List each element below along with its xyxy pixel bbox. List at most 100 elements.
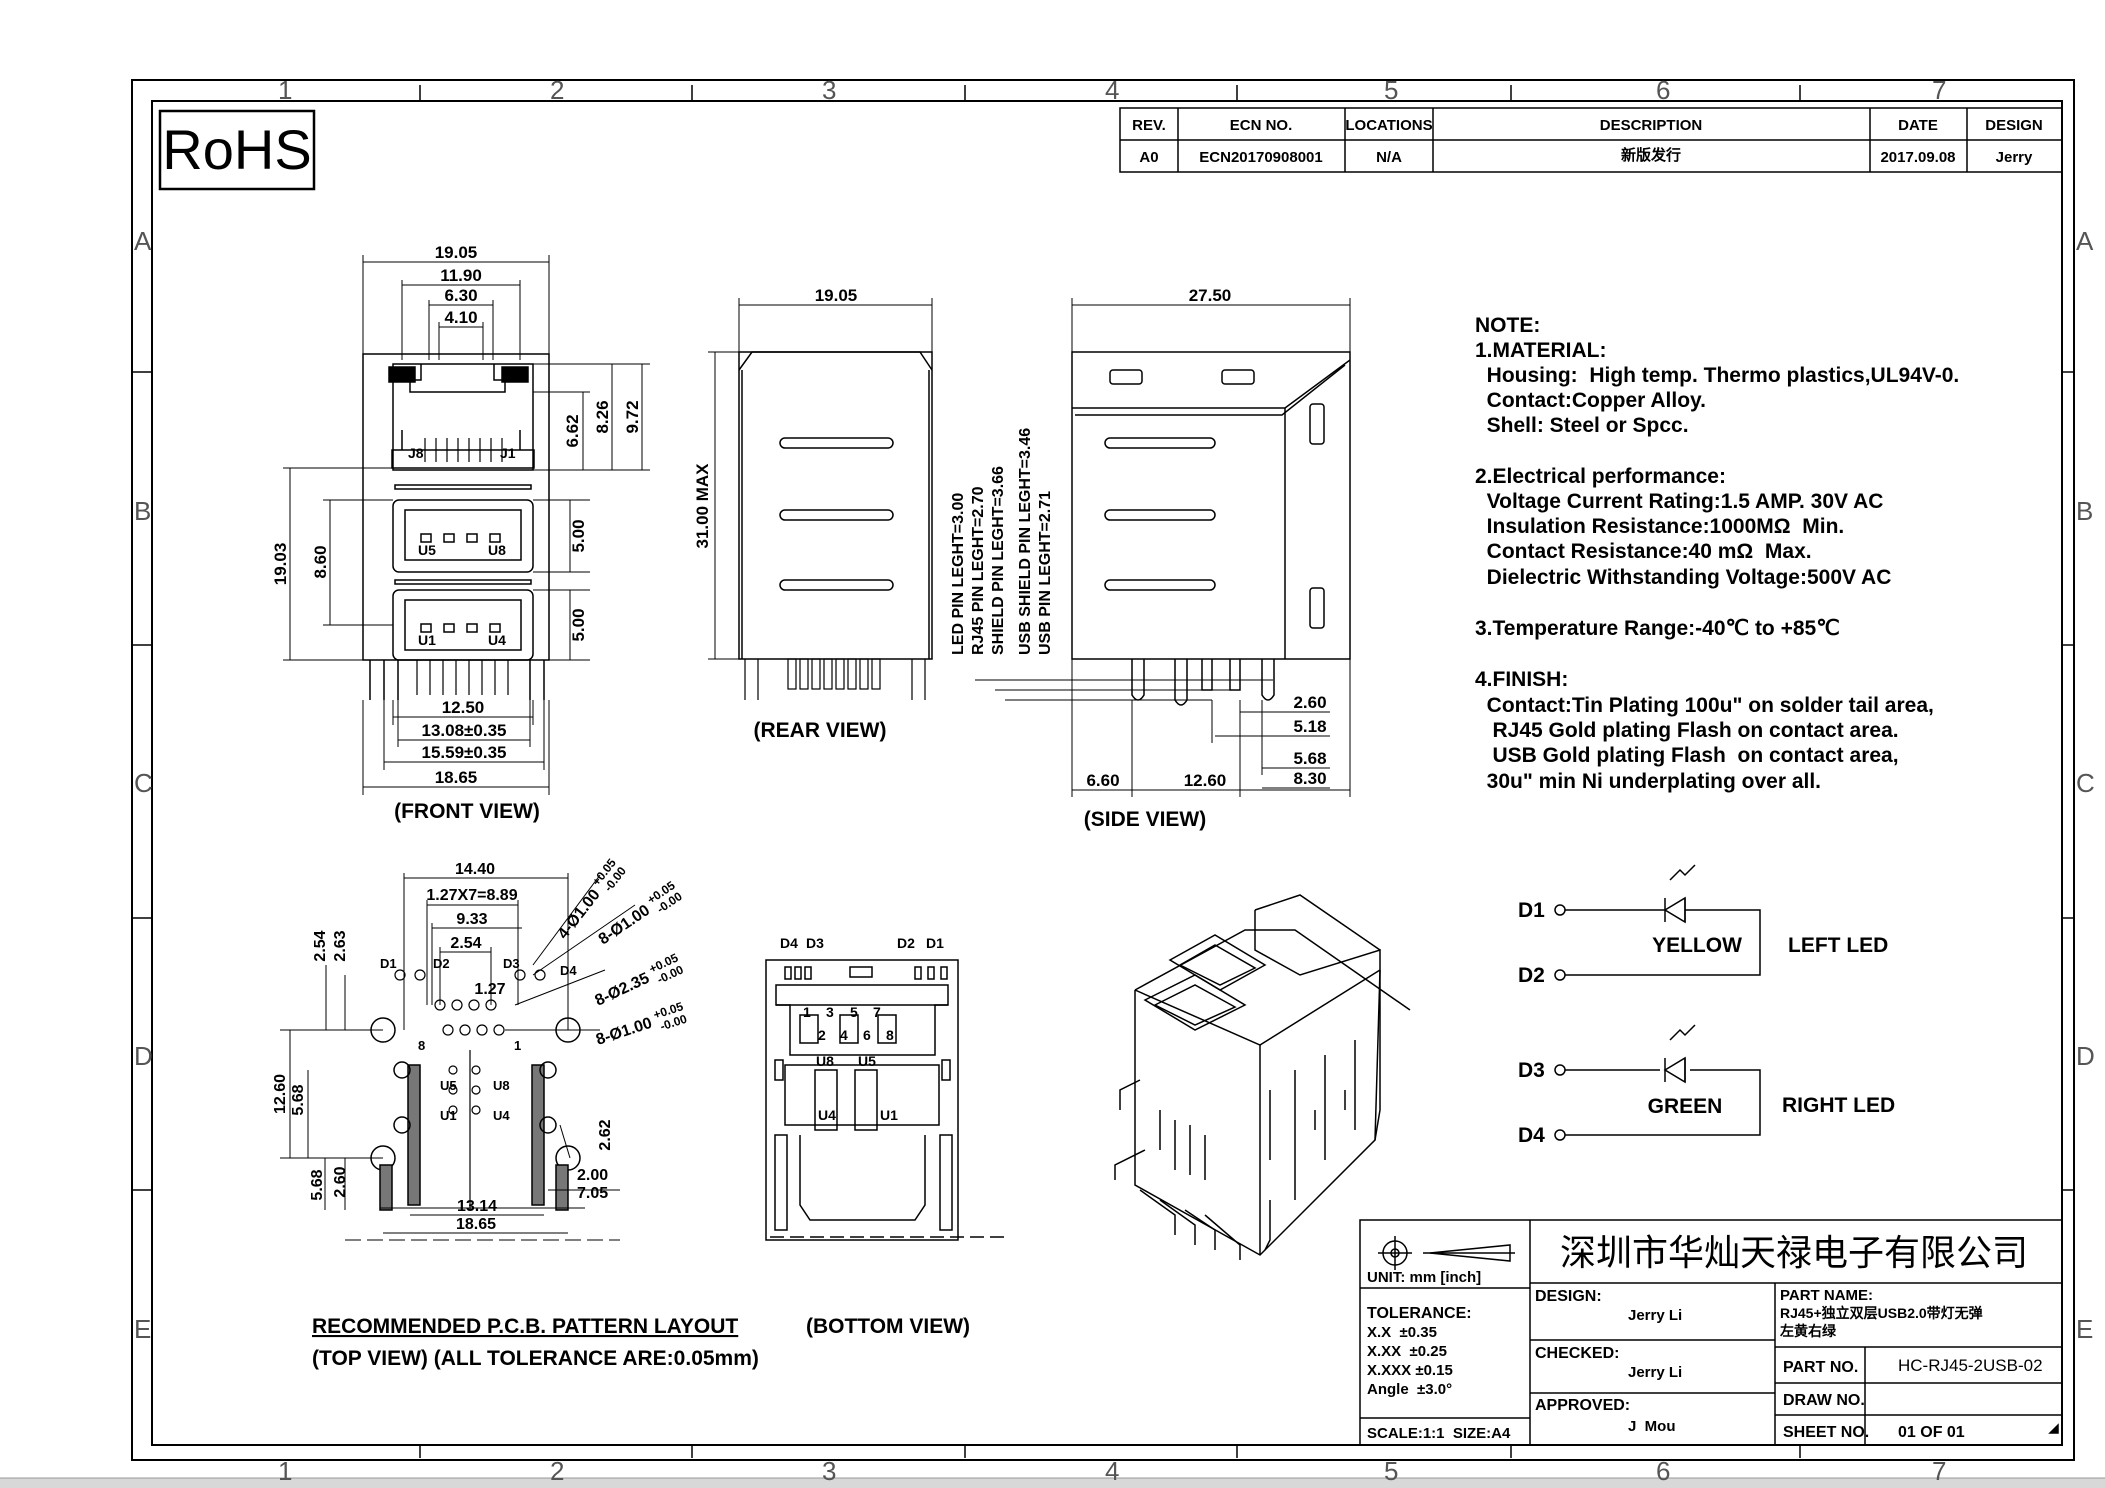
bv-pin-7: 7 bbox=[873, 1004, 881, 1020]
zone-col-1-bottom: 1 bbox=[278, 1456, 292, 1486]
zone-col-6: 6 bbox=[1656, 75, 1670, 105]
bv-label-u4: U4 bbox=[818, 1107, 836, 1123]
sv-dim-6.60: 6.60 bbox=[1086, 771, 1119, 790]
tb-checked-name: Jerry Li bbox=[1628, 1364, 1682, 1381]
rv-dim-19.05: 19.05 bbox=[815, 286, 858, 305]
notes-line-7: Voltage Current Rating:1.5 AMP. 30V AC bbox=[1475, 490, 1883, 513]
pcb-dim-2.00: 2.00 bbox=[577, 1167, 608, 1184]
tb-design-name: Jerry Li bbox=[1628, 1307, 1682, 1324]
zone-row-b: B bbox=[134, 496, 151, 526]
notes-line-3: Contact:Copper Alloy. bbox=[1475, 389, 1706, 412]
pcb-layout-drawing bbox=[280, 873, 636, 1241]
pcb-label-8: 8 bbox=[418, 1038, 425, 1053]
bv-pin-2: 2 bbox=[818, 1027, 826, 1043]
notes-line-10: Dielectric Withstanding Voltage:500V AC bbox=[1475, 566, 1891, 589]
pcb-label-d2: D2 bbox=[433, 956, 450, 971]
sv-rj45-pin-length: RJ45 PIN LEGHT=2.70 bbox=[970, 486, 987, 655]
rohs-mark: RoHS bbox=[162, 118, 311, 181]
rv-dim-31.00: 31.00 MAX bbox=[693, 463, 712, 549]
notes-line-1: 1.MATERIAL: bbox=[1475, 339, 1606, 362]
pcb-layout-subtitle: (TOP VIEW) (ALL TOLERANCE ARE:0.05mm) bbox=[312, 1347, 759, 1370]
zone-col-7-bottom: 7 bbox=[1932, 1456, 1946, 1486]
zone-row-a-right: A bbox=[2076, 226, 2094, 256]
notes-line-2: Housing: High temp. Thermo plastics,UL94… bbox=[1475, 364, 1959, 387]
tb-approved-name: J Mou bbox=[1628, 1418, 1676, 1435]
fv-dim-9.72: 9.72 bbox=[623, 400, 642, 433]
tb-draw-no-label: DRAW NO. bbox=[1783, 1392, 1865, 1409]
pcb-dim-5.68: 5.68 bbox=[290, 1084, 307, 1115]
pcb-dim-1.27: 1.27 bbox=[474, 981, 505, 998]
pcb-label-d1: D1 bbox=[380, 956, 397, 971]
led-d3: D3 bbox=[1518, 1059, 1545, 1082]
zone-row-e: E bbox=[134, 1314, 151, 1344]
date-header: DATE bbox=[1898, 117, 1938, 134]
pcb-label-u8: U8 bbox=[493, 1078, 510, 1093]
notes-line-6: 2.Electrical performance: bbox=[1475, 465, 1726, 488]
pcb-label-u5: U5 bbox=[440, 1078, 457, 1093]
led-diagram bbox=[1554, 864, 1761, 1141]
fv-dim-19.05: 19.05 bbox=[435, 243, 478, 262]
bv-pin-6: 6 bbox=[863, 1027, 871, 1043]
tb-tolerance-xxxx: X.XXX ±0.15 bbox=[1367, 1362, 1453, 1379]
bv-pin-1: 1 bbox=[803, 1004, 811, 1020]
pcb-label-u1: U1 bbox=[440, 1108, 457, 1123]
sv-dim-12.60: 12.60 bbox=[1184, 771, 1227, 790]
zone-col-3: 3 bbox=[822, 75, 836, 105]
zone-ticks bbox=[132, 85, 2074, 1458]
tb-part-name-2: 左黄右绿 bbox=[1779, 1323, 1837, 1339]
led-green: GREEN bbox=[1648, 1095, 1723, 1118]
fv-dim-19.03: 19.03 bbox=[271, 543, 290, 586]
fv-dim-4.10: 4.10 bbox=[444, 308, 477, 327]
tb-sheet-no-label: SHEET NO. bbox=[1783, 1424, 1869, 1441]
pcb-dim-2.62: 2.62 bbox=[597, 1119, 614, 1150]
pcb-label-1: 1 bbox=[514, 1038, 521, 1053]
tb-part-no: HC-RJ45-2USB-02 bbox=[1898, 1356, 2043, 1375]
fv-dim-11.90: 11.90 bbox=[440, 266, 482, 285]
fv-dim-6.62: 6.62 bbox=[563, 414, 582, 447]
tb-tolerance-xxx: X.XX ±0.25 bbox=[1367, 1343, 1447, 1360]
pcb-dim-5.68-b: 5.68 bbox=[309, 1169, 326, 1200]
bv-pin-3: 3 bbox=[826, 1004, 834, 1020]
fv-dim-12.50: 12.50 bbox=[442, 698, 485, 717]
fv-label-u8: U8 bbox=[488, 542, 506, 558]
fv-label-u5: U5 bbox=[418, 542, 436, 558]
pcb-layout-title: RECOMMENDED P.C.B. PATTERN LAYOUT bbox=[312, 1315, 738, 1338]
notes-line-12: 3.Temperature Range:-40℃ to +85℃ bbox=[1475, 617, 1840, 640]
design-value: Jerry bbox=[1996, 149, 2033, 166]
tb-tolerance-angle: Angle ±3.0° bbox=[1367, 1381, 1452, 1398]
tb-part-name-1: RJ45+独立双层USB2.0带灯无弹 bbox=[1780, 1305, 1983, 1321]
zone-row-b-right: B bbox=[2076, 496, 2093, 526]
notes-block: NOTE: 1.MATERIAL: Housing: High temp. Th… bbox=[1475, 314, 1959, 793]
pcb-dim-2.54: 2.54 bbox=[450, 935, 481, 952]
tb-scale-size: SCALE:1:1 SIZE:A4 bbox=[1367, 1425, 1511, 1442]
led-yellow: YELLOW bbox=[1652, 934, 1742, 957]
led-d2: D2 bbox=[1518, 964, 1545, 987]
pcb-label-d4: D4 bbox=[560, 963, 577, 978]
fv-dim-5.00-bottom: 5.00 bbox=[569, 608, 588, 641]
revision-block bbox=[1119, 107, 2063, 173]
rear-view-drawing bbox=[708, 298, 933, 700]
sv-dim-5.18: 5.18 bbox=[1293, 717, 1326, 736]
zone-col-3-bottom: 3 bbox=[822, 1456, 836, 1486]
sv-dim-2.60: 2.60 bbox=[1293, 693, 1326, 712]
pcb-dim-2.54-v: 2.54 bbox=[312, 930, 329, 961]
company-name: 深圳市华灿天禄电子有限公司 bbox=[1560, 1232, 2028, 1273]
bv-label-u5: U5 bbox=[858, 1053, 876, 1069]
description-value: 新版发行 bbox=[1621, 146, 1681, 164]
locations-header: LOCATIONS bbox=[1345, 117, 1432, 134]
fv-dim-13.08: 13.08±0.35 bbox=[422, 721, 507, 740]
tb-checked-label: CHECKED: bbox=[1535, 1345, 1619, 1362]
zone-col-4-bottom: 4 bbox=[1105, 1456, 1119, 1486]
notes-line-14: 4.FINISH: bbox=[1475, 668, 1568, 691]
notes-line-18: 30u" min Ni underplating over all. bbox=[1475, 770, 1821, 793]
rev-header: REV. bbox=[1132, 117, 1166, 134]
zone-row-a: A bbox=[134, 226, 152, 256]
pcb-dim-9.33: 9.33 bbox=[456, 911, 487, 928]
sv-shield-pin-length: SHIELD PIN LEGHT=3.66 bbox=[990, 466, 1007, 655]
tb-tolerance-title: TOLERANCE: bbox=[1367, 1305, 1472, 1322]
rohs-box bbox=[158, 109, 316, 191]
zone-row-d: D bbox=[134, 1041, 153, 1071]
zone-col-5: 5 bbox=[1384, 75, 1398, 105]
bv-pin-4: 4 bbox=[840, 1027, 848, 1043]
